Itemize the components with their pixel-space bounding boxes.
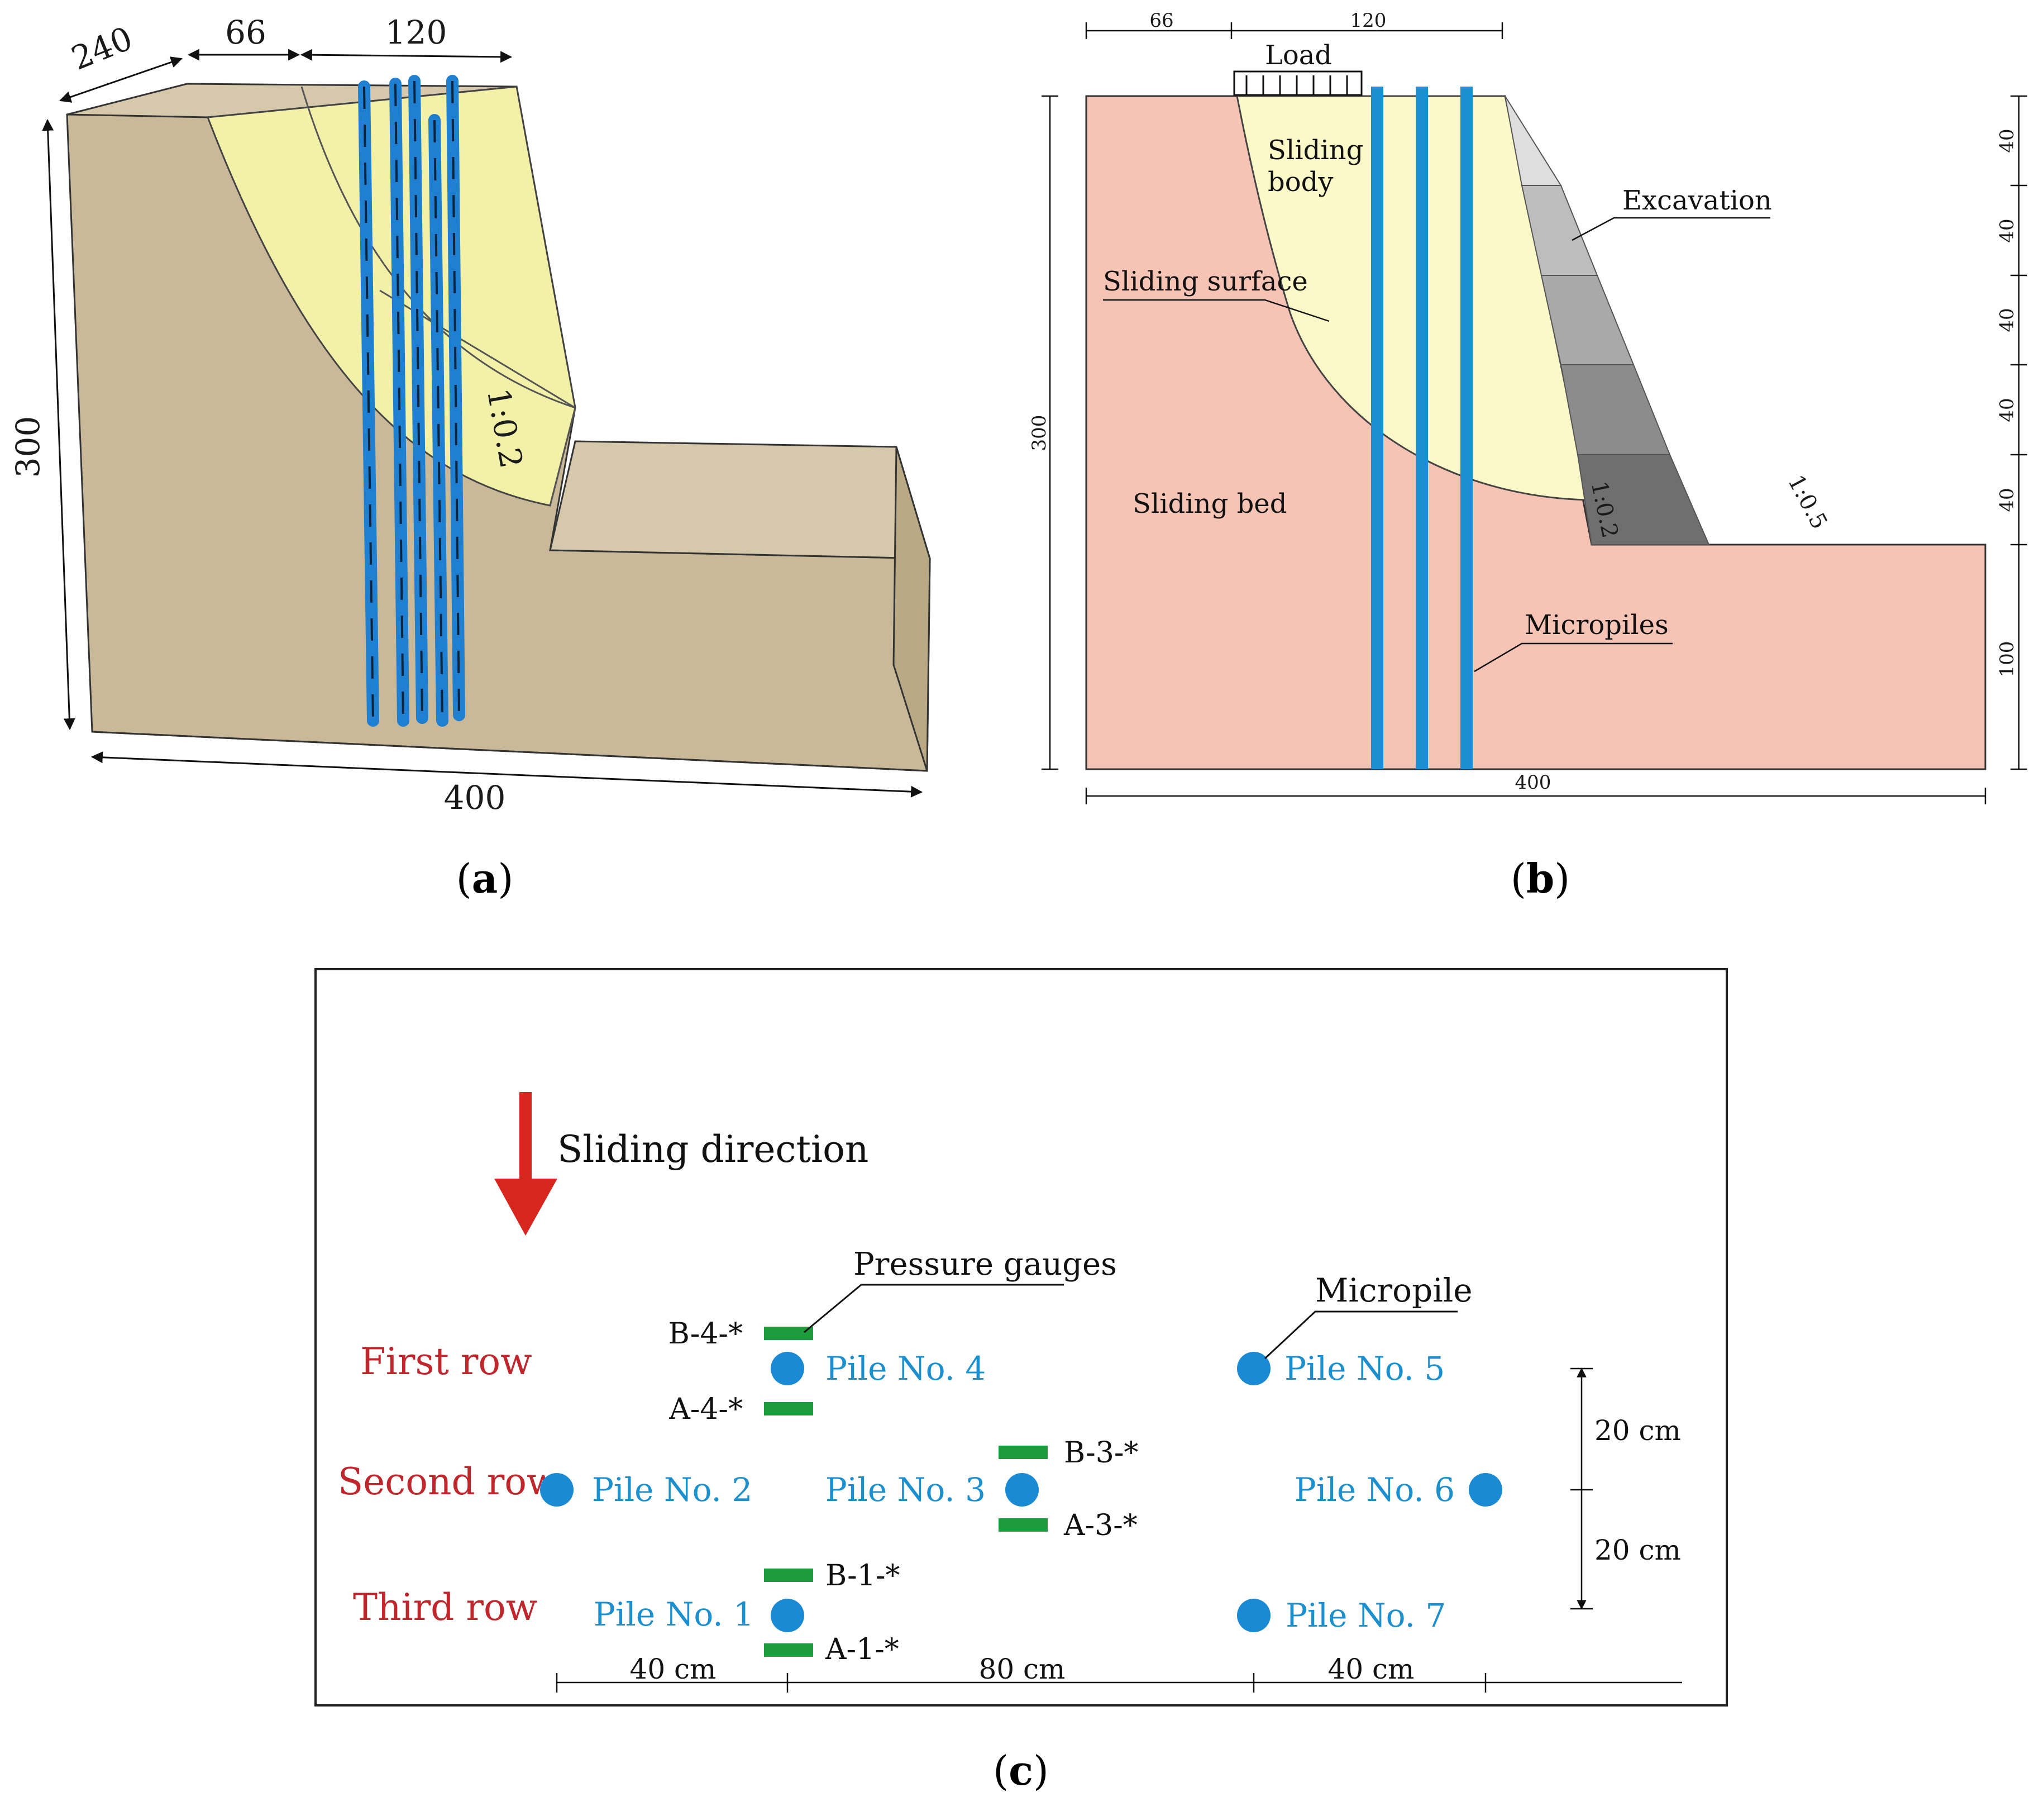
dim-b-step: 40	[1996, 398, 2018, 422]
gauge-marker	[764, 1402, 813, 1415]
gauge-marker	[764, 1569, 813, 1582]
gauge-label-a3: A-3-*	[1063, 1509, 1138, 1542]
load-label: Load	[1265, 40, 1332, 71]
pile-section	[1416, 87, 1428, 769]
dim-b-top-right: 120	[1350, 9, 1387, 32]
sliding-direction-arrow	[494, 1092, 557, 1236]
sliding-body-3d	[206, 85, 576, 507]
spacing-dimensions	[556, 1367, 1682, 1693]
pile-marker	[771, 1599, 804, 1632]
pile-label-3: Pile No. 3	[825, 1471, 986, 1509]
panel-b-cross-section: Load 66 120 300 400 40 40 40 40 40 100 S…	[1028, 9, 2027, 902]
pile-label-2: Pile No. 2	[592, 1471, 752, 1509]
gauge-label-b1: B-1-*	[825, 1559, 900, 1593]
gauge-marker	[999, 1518, 1048, 1532]
piles-section	[1371, 87, 1473, 769]
pressure-gauges-label: Pressure gauges	[853, 1246, 1117, 1283]
pile-3d	[446, 75, 465, 721]
sliding-direction-label: Sliding direction	[557, 1128, 868, 1171]
dim-a-height: 300	[9, 416, 47, 478]
dim-a-depth: 240	[66, 19, 137, 78]
excavation-region	[1505, 96, 1710, 545]
dim-a-top-left: 66	[225, 13, 266, 51]
sliding-surface-leader	[1103, 299, 1330, 322]
piles-3d	[358, 75, 465, 727]
pressure-gauge-markers	[764, 1327, 1048, 1657]
pile-3d	[389, 78, 409, 727]
sliding-surface-label: Sliding surface	[1103, 266, 1308, 297]
dim-b-step: 40	[1996, 128, 2018, 152]
svg-text:(a): (a)	[456, 855, 514, 902]
row-label-second: Second row	[338, 1460, 558, 1503]
svg-text:(c): (c)	[993, 1747, 1049, 1794]
dim-b-length: 400	[1515, 771, 1551, 794]
spacing-h2: 80 cm	[979, 1653, 1066, 1685]
gauge-label-b4: B-4-*	[668, 1317, 743, 1351]
gauge-label-b3: B-3-*	[1064, 1436, 1138, 1470]
excavation-leader	[1572, 217, 1770, 241]
excavation-label: Excavation	[1622, 185, 1772, 216]
dim-b-top-left: 66	[1149, 9, 1173, 32]
gauge-marker	[764, 1643, 813, 1657]
panel-a-3d-model: 240 66 120 300 400 1:0.2 (a)	[9, 13, 932, 902]
dim-b-step: 40	[1996, 488, 2018, 512]
sliding-body-label: body	[1268, 166, 1333, 198]
pile-marker	[540, 1473, 574, 1507]
caption-a: (a)	[456, 855, 514, 902]
layout-frame	[314, 968, 1728, 1707]
dim-a-top-right: 120	[385, 13, 447, 51]
micropiles-label: Micropiles	[1525, 609, 1669, 641]
spacing-v2: 20 cm	[1594, 1534, 1681, 1566]
pile-markers	[540, 1352, 1502, 1632]
gauge-marker	[764, 1327, 813, 1340]
pile-section	[1371, 87, 1383, 769]
sliding-body-label: Sliding	[1268, 135, 1363, 166]
dim-b-height: 300	[1028, 415, 1050, 451]
pile-section	[1460, 87, 1473, 769]
spacing-h1: 40 cm	[630, 1653, 717, 1685]
pile-3d	[408, 75, 428, 724]
sliding-body-region	[1236, 95, 1590, 501]
slope-outer-label: 1:0.5	[1783, 471, 1832, 533]
caption-b: (b)	[1511, 855, 1570, 902]
pressure-gauges-leader	[804, 1284, 1064, 1333]
micropile-label: Micropile	[1315, 1271, 1473, 1309]
pile-3d	[358, 80, 379, 727]
spacing-v1: 20 cm	[1594, 1414, 1681, 1447]
dim-b-base: 100	[1996, 641, 2018, 678]
dimension-lines-b	[1042, 22, 2027, 804]
model-step-top	[549, 440, 932, 560]
dim-a-length: 400	[444, 779, 506, 817]
pile-label-6: Pile No. 6	[1295, 1471, 1455, 1509]
pile-label-4: Pile No. 4	[825, 1350, 986, 1388]
dimension-lines-a	[42, 49, 923, 798]
pile-marker	[1469, 1473, 1502, 1507]
load-symbol	[1233, 70, 1363, 96]
pile-marker	[1237, 1599, 1271, 1632]
dim-b-step: 40	[1996, 218, 2018, 242]
caption-c: (c)	[993, 1747, 1049, 1794]
pile-marker	[1237, 1352, 1271, 1385]
pile-marker	[1005, 1473, 1039, 1507]
pile-label-7: Pile No. 7	[1286, 1596, 1446, 1634]
micropiles-leader	[1474, 642, 1673, 673]
row-label-first: First row	[360, 1340, 532, 1383]
pile-label-1: Pile No. 1	[594, 1595, 754, 1633]
pile-label-5: Pile No. 5	[1284, 1350, 1445, 1388]
micropile-leader	[1264, 1310, 1458, 1360]
panel-c-layout-plan: Sliding direction First row Second row T…	[314, 968, 1728, 1794]
row-label-third: Third row	[353, 1586, 537, 1629]
svg-text:(b): (b)	[1511, 855, 1570, 902]
dim-b-step: 40	[1996, 308, 2018, 332]
gauge-label-a1: A-1-*	[825, 1633, 899, 1666]
pile-marker	[771, 1352, 804, 1385]
gauge-marker	[999, 1446, 1048, 1459]
sliding-bed-label: Sliding bed	[1133, 488, 1287, 519]
pile-3d	[428, 114, 448, 727]
gauge-label-a4: A-4-*	[668, 1393, 743, 1426]
spacing-h3: 40 cm	[1328, 1653, 1415, 1685]
